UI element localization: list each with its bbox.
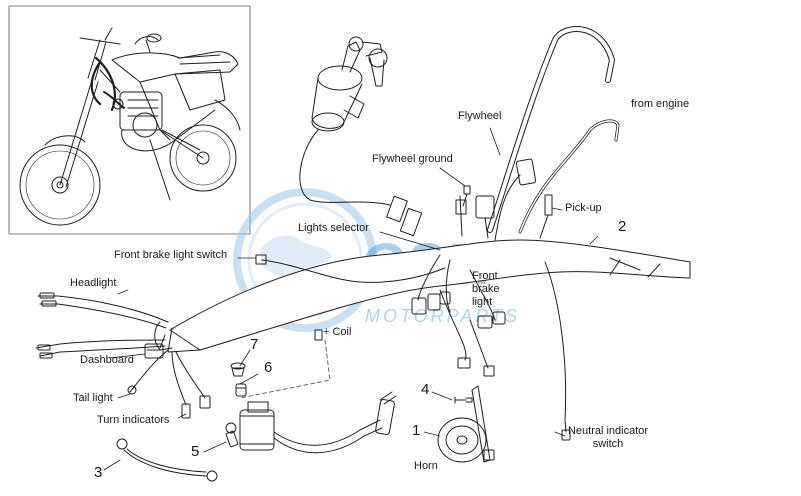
horn [437, 385, 495, 463]
label-turn-indicators: Turn indicators [97, 414, 170, 426]
flywheel-connectors [455, 158, 537, 241]
dashboard-connector [144, 343, 164, 359]
label-neutral-indicator-switch: Neutral indicator switch [548, 425, 668, 451]
callout-5: 5 [191, 443, 200, 460]
front-brake-light-leads [439, 269, 506, 377]
label-coil: + Coil [323, 326, 352, 338]
label-front-brake-light-switch: Front brake light switch [114, 249, 228, 261]
ignition-switch [299, 36, 423, 237]
label-headlight: Headlight [70, 277, 117, 289]
pickup-lead [539, 194, 553, 239]
ground-lead [116, 438, 218, 482]
lights-selector-connectors [411, 254, 451, 315]
screws [225, 362, 473, 448]
label-front-brake-light: Front brake light [472, 270, 500, 309]
callout-4: 4 [421, 381, 430, 398]
ignition-coil [239, 329, 397, 454]
label-from-engine: from engine [631, 98, 690, 110]
label-flywheel: Flywheel [458, 110, 502, 122]
callout-3: 3 [94, 464, 103, 481]
label-flywheel-ground: Flywheel ground [372, 153, 453, 165]
callout-1: 1 [412, 422, 421, 439]
label-neutral-line1: Neutral indicator [567, 425, 649, 437]
motorcycle-inset [8, 5, 251, 235]
headlight-leads [35, 292, 169, 359]
tail-turn-leads [127, 349, 211, 419]
label-lights-selector: Lights selector [298, 222, 369, 234]
label-neutral-line2: switch [592, 438, 624, 450]
label-front-brake-light-line3: light [472, 296, 493, 308]
leader-lines [103, 127, 599, 471]
label-horn: Horn [414, 460, 438, 472]
label-front-brake-light-line2: brake [472, 283, 500, 295]
callout-2: 2 [618, 218, 627, 235]
label-dashboard: Dashboard [80, 354, 134, 366]
brake-switch-lead [255, 254, 446, 283]
label-front-brake-light-line1: Front [472, 270, 498, 282]
main-harness [154, 239, 691, 353]
callout-6: 6 [264, 359, 273, 376]
label-tail-light: Tail light [73, 392, 113, 404]
neutral-switch-lead [544, 261, 571, 441]
engine-cables [487, 26, 620, 234]
label-pick-up: Pick-up [565, 202, 602, 214]
callout-7: 7 [250, 336, 259, 353]
watermark-subtitle: MOTORPARTS [365, 306, 520, 326]
